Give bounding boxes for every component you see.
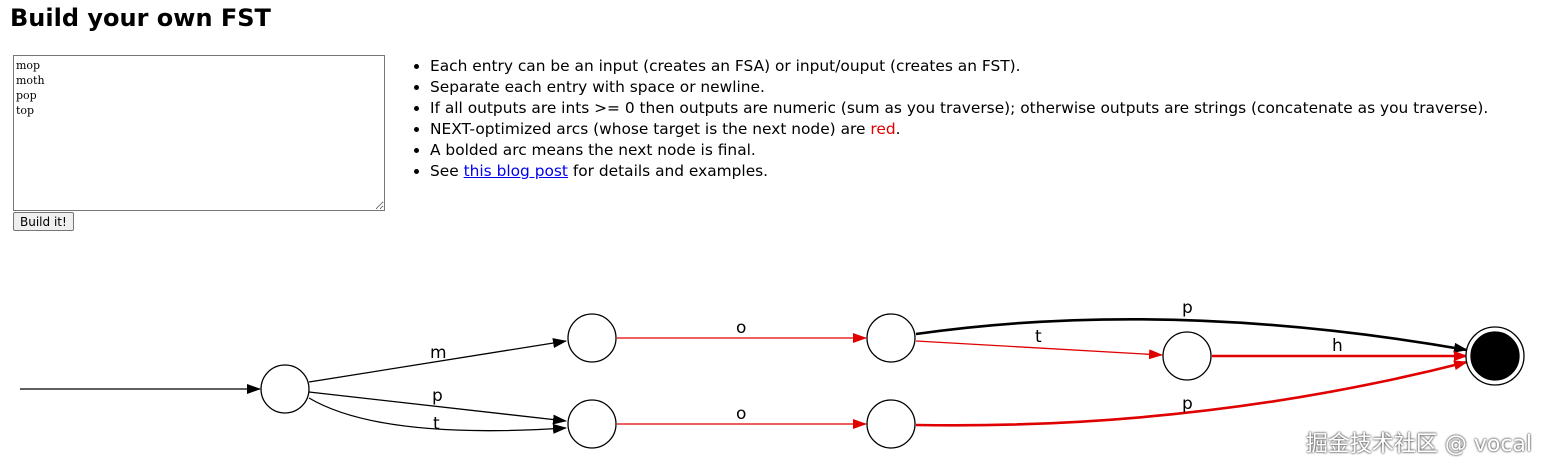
edge-label: h <box>1332 336 1343 356</box>
edge-label: p <box>1182 394 1193 414</box>
instruction-text: NEXT-optimized arcs (whose target is the… <box>430 120 871 138</box>
edge-p-next <box>915 360 1468 427</box>
state-node-start <box>260 364 310 414</box>
watermark: 掘金技术社区 @ vocal <box>1305 432 1532 457</box>
instructions-list: Each entry can be an input (creates an F… <box>410 56 1488 182</box>
state-node <box>567 399 617 449</box>
state-node <box>866 313 916 363</box>
edge-t-next <box>915 340 1163 360</box>
edge-label: o <box>736 404 746 424</box>
instruction-text: for details and examples. <box>567 162 769 180</box>
red-keyword: red <box>870 120 896 138</box>
instruction-item: A bolded arc means the next node is fina… <box>430 140 1488 161</box>
instruction-item: Separate each entry with space or newlin… <box>430 77 1488 98</box>
final-state-node <box>1470 331 1520 381</box>
entries-textarea[interactable]: mop moth pop top <box>13 55 385 211</box>
instruction-item: NEXT-optimized arcs (whose target is the… <box>430 119 1488 140</box>
instruction-item: See this blog post for details and examp… <box>430 161 1488 182</box>
state-node <box>1162 331 1212 381</box>
edge-label: t <box>433 414 440 434</box>
edge-label: p <box>1182 298 1193 318</box>
instruction-item: Each entry can be an input (creates an F… <box>430 56 1488 77</box>
edge-label: t <box>1035 327 1042 347</box>
instruction-item: If all outputs are ints >= 0 then output… <box>430 98 1488 119</box>
instruction-text: See <box>430 162 464 180</box>
state-node <box>866 399 916 449</box>
edge-p <box>308 391 567 425</box>
edge-m <box>308 338 567 383</box>
edge-label: p <box>432 386 443 406</box>
edge-label: o <box>736 318 746 338</box>
instruction-text: . <box>895 120 901 138</box>
state-node <box>567 313 617 363</box>
edge-t <box>308 397 567 434</box>
edge-label: m <box>430 343 447 363</box>
page-title: Build your own FST <box>10 4 271 32</box>
edge-p-final <box>915 317 1468 353</box>
blog-post-link[interactable]: this blog post <box>463 162 568 180</box>
build-button[interactable]: Build it! <box>13 212 74 231</box>
